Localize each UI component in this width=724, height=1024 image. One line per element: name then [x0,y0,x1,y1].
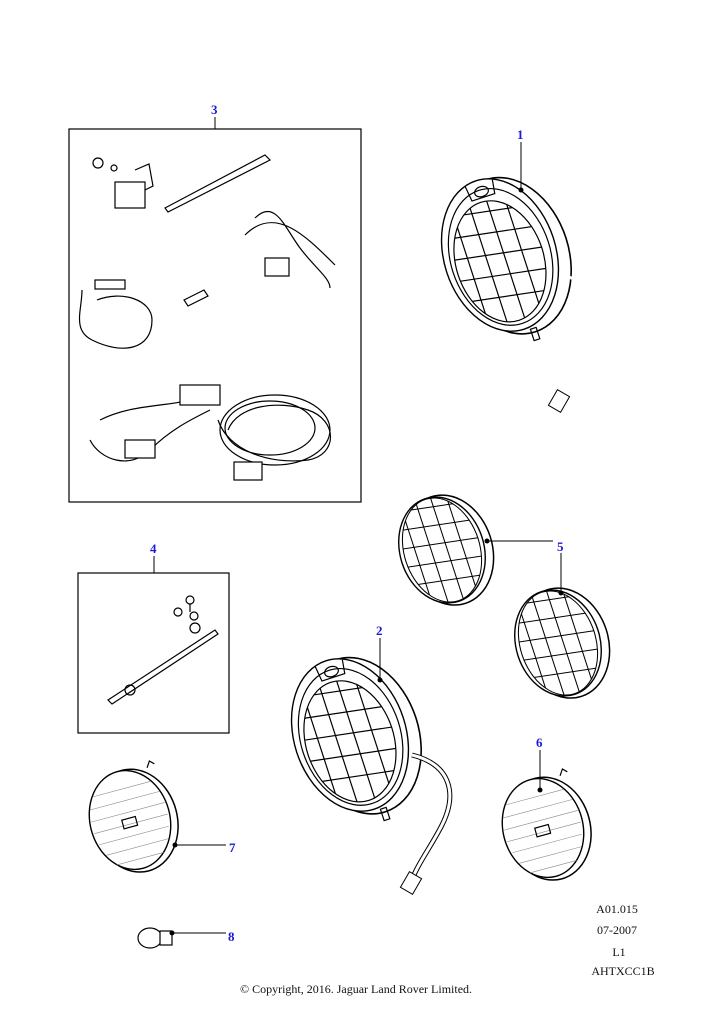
callout-3[interactable]: 3 [211,102,218,117]
diagram-level: L1 [612,945,626,959]
lens-7[interactable] [77,756,191,884]
diagram-ref: A01.015 [596,902,638,916]
callout-5[interactable]: 5 [557,539,564,554]
fixing-kit-box-4 [77,572,230,734]
kit-box-3 [68,128,362,503]
diagram-date: 07-2007 [597,923,637,937]
callout-7[interactable]: 7 [229,840,236,855]
lamp-assembly-2[interactable] [267,640,453,895]
callout-6[interactable]: 6 [536,735,543,750]
callout-4[interactable]: 4 [150,541,157,556]
lens-6[interactable] [490,764,604,892]
callout-8[interactable]: 8 [228,929,235,944]
leader-dots [169,187,564,936]
copyright: © Copyright, 2016. Jaguar Land Rover Lim… [239,982,473,996]
callout-2[interactable]: 2 [376,623,383,638]
leader-lines [153,117,562,934]
callout-1[interactable]: 1 [517,127,524,142]
wiring-kit-parts [78,154,336,481]
lamp-assembly-1[interactable] [417,160,602,413]
grille-5a[interactable] [372,469,513,632]
fixing-kit-parts [107,595,219,705]
bulb-8[interactable] [137,927,173,949]
grille-5b[interactable] [488,562,629,725]
diagram-code: AHTXCC1B [591,964,655,978]
